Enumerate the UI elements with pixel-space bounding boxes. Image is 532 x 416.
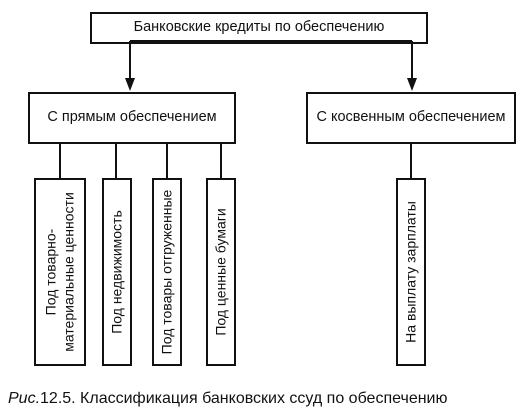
leaf-real-estate-label: Под недвижимость: [108, 210, 125, 334]
connector-to-indirect: [411, 41, 413, 79]
figure-caption-text: 12.5. Классификация банковских ссуд по о…: [40, 390, 448, 407]
connector-root-horizontal: [130, 40, 412, 42]
leaf-payroll-label: На выплату зарплаты: [402, 201, 419, 343]
leaf-inventory-label: Под товарно- материальные ценности: [42, 192, 77, 352]
leaf-inventory: Под товарно- материальные ценности: [34, 178, 86, 366]
connector-direct-child-4: [220, 144, 222, 178]
root-node: Банковские кредиты по обеспечению: [90, 12, 428, 44]
arrow-to-direct: [125, 78, 135, 91]
direct-collateral-node: С прямым обеспечением: [28, 92, 236, 144]
root-label: Банковские кредиты по обеспечению: [133, 19, 385, 36]
leaf-real-estate: Под недвижимость: [102, 178, 132, 366]
leaf-shipped-goods-label: Под товары отгруженные: [158, 189, 175, 355]
leaf-securities: Под ценные бумаги: [206, 178, 236, 366]
arrow-to-indirect: [407, 78, 417, 91]
connector-to-direct: [129, 41, 131, 79]
leaf-shipped-goods: Под товары отгруженные: [152, 178, 182, 366]
direct-collateral-label: С прямым обеспечением: [47, 109, 217, 126]
connector-indirect-child-1: [410, 144, 412, 178]
connector-direct-child-2: [115, 144, 117, 178]
figure-caption: Рис.12.5. Классификация банковских ссуд …: [8, 390, 528, 408]
connector-direct-child-1: [59, 144, 61, 178]
indirect-collateral-label: С косвенным обеспечением: [316, 109, 506, 126]
connector-direct-child-3: [166, 144, 168, 178]
indirect-collateral-node: С косвенным обеспечением: [306, 92, 516, 144]
leaf-securities-label: Под ценные бумаги: [212, 208, 229, 336]
figure-caption-prefix: Рис.: [8, 390, 41, 407]
leaf-payroll: На выплату зарплаты: [396, 178, 426, 366]
